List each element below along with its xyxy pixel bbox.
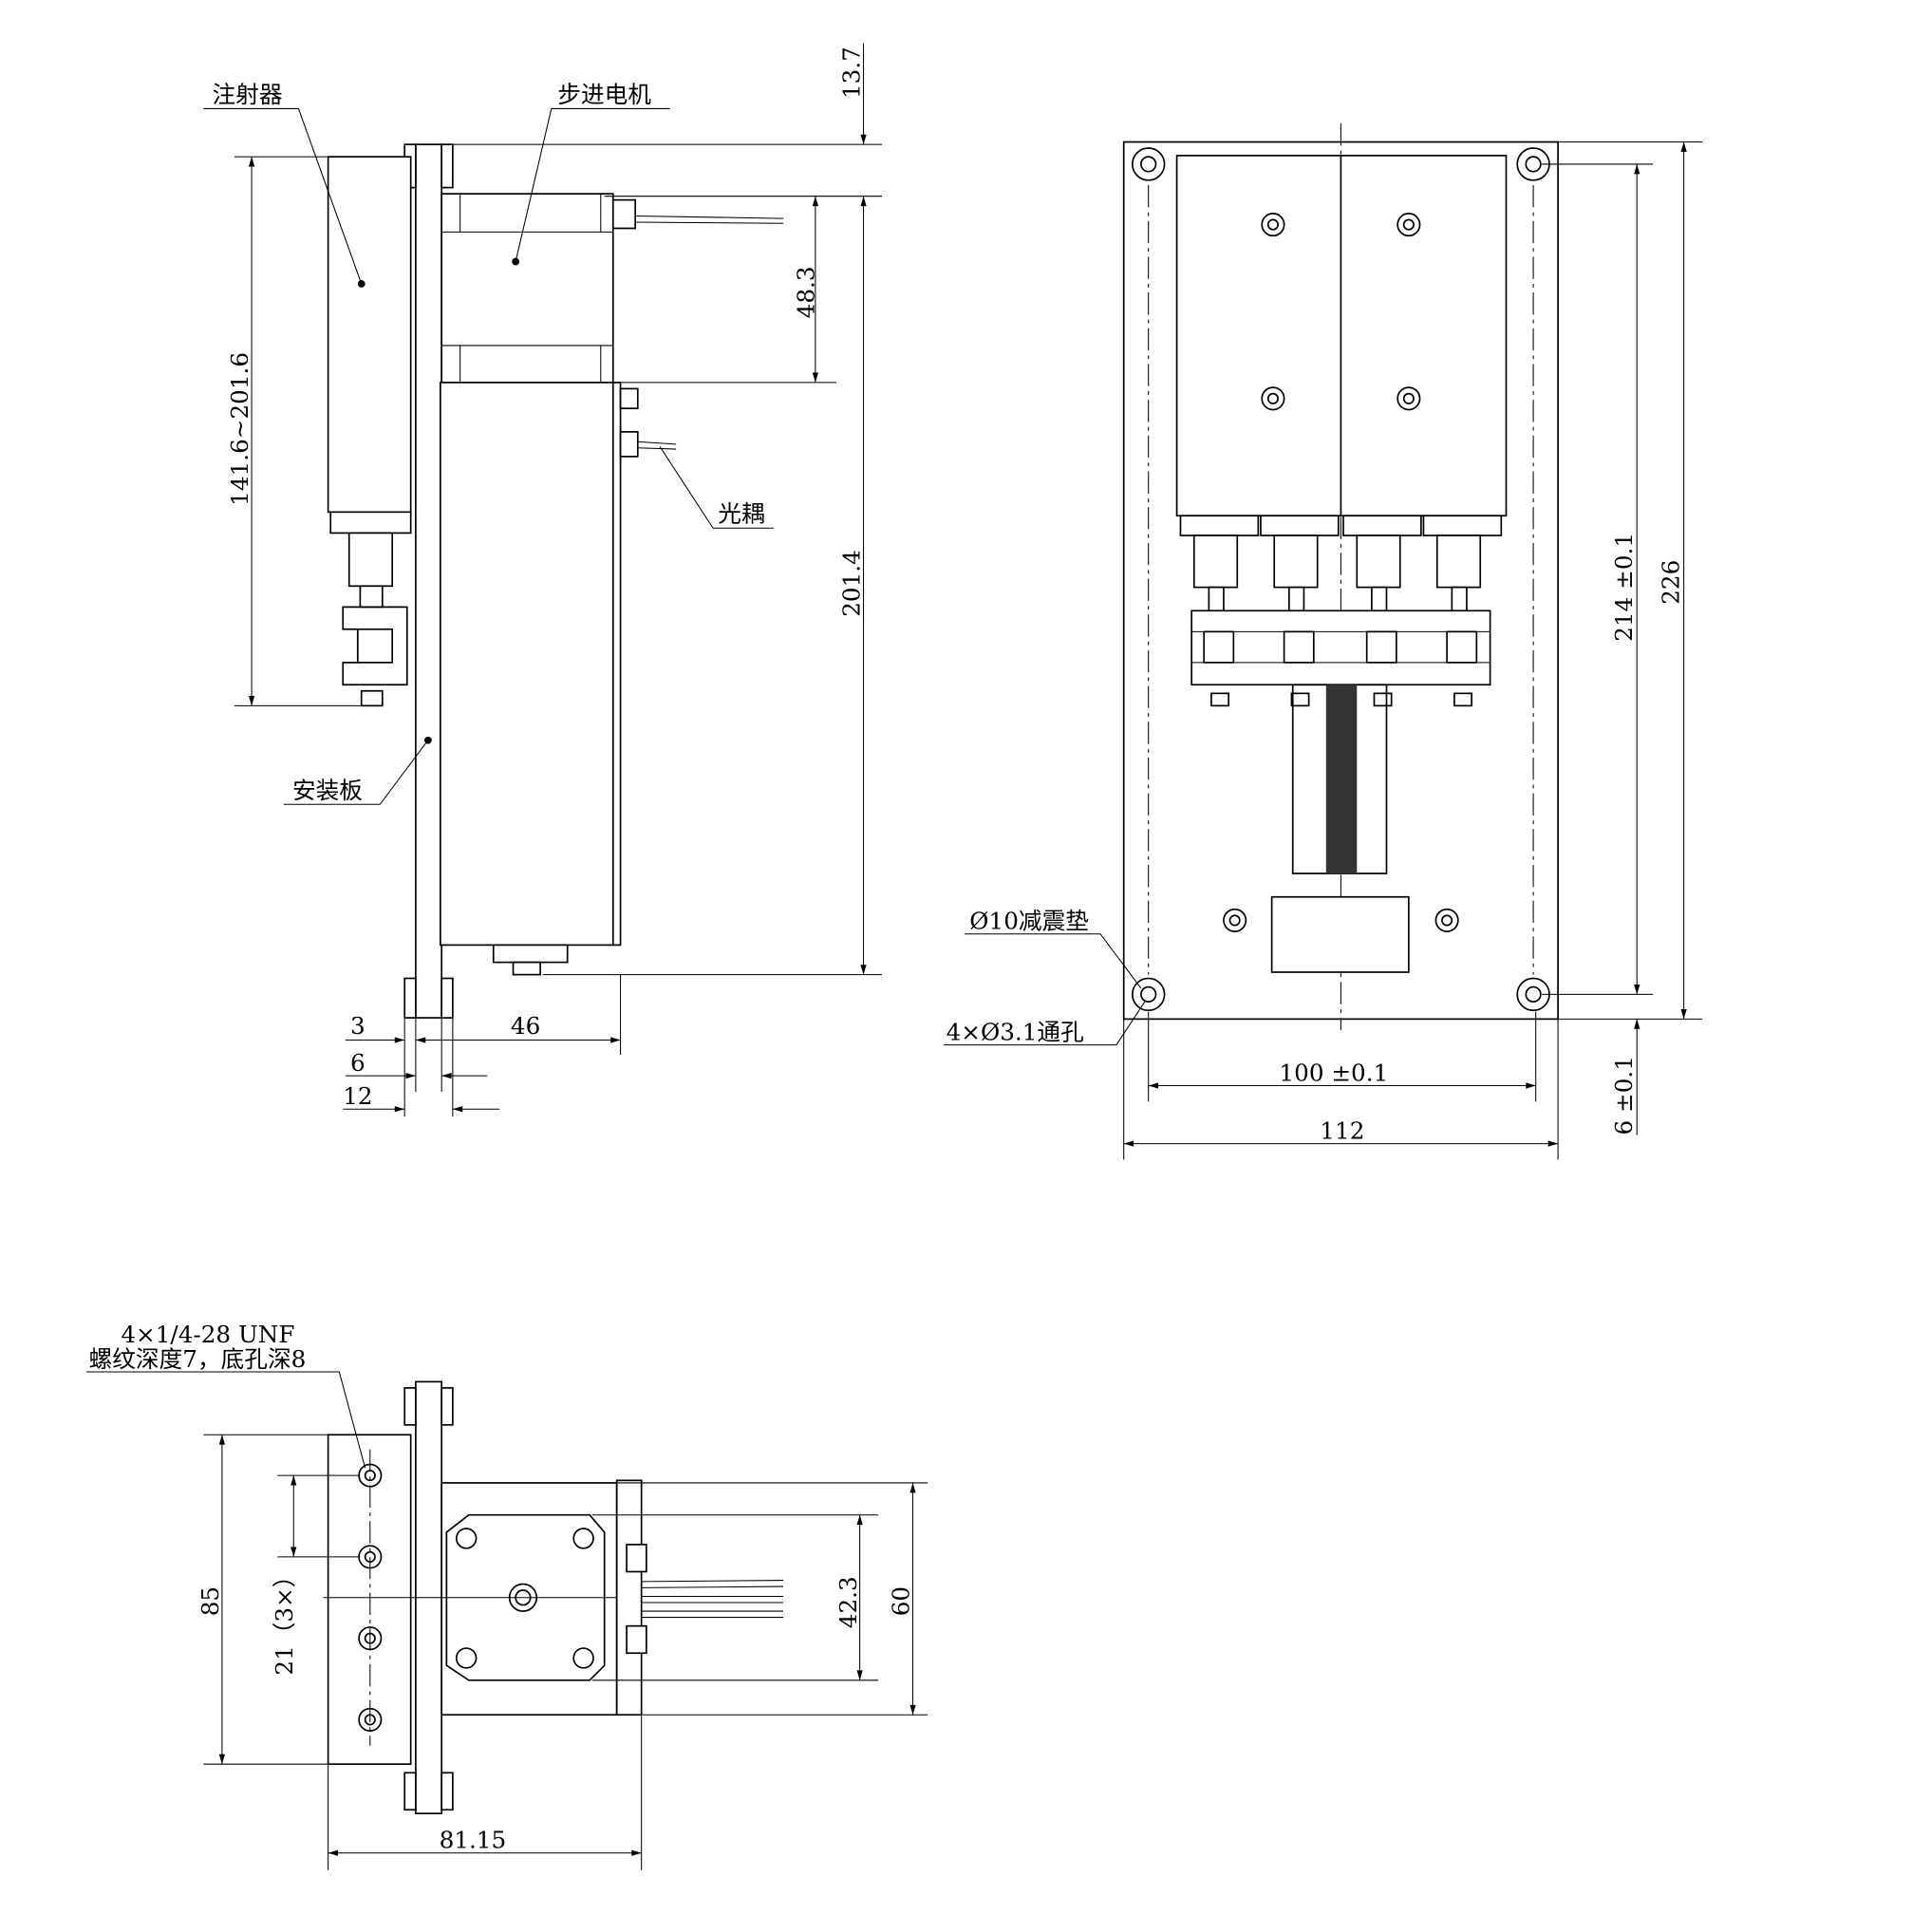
dim-46: 46 <box>511 1012 540 1040</box>
dim-width: 112 <box>1320 1116 1364 1144</box>
dim-total-height: 201.4 <box>838 550 866 617</box>
dim-edge-offset: 6 ±0.1 <box>1610 1056 1638 1135</box>
dim-81: 81.15 <box>440 1827 507 1854</box>
stepper-motor <box>441 193 784 384</box>
label-optocoupler: 光耦 <box>718 500 764 528</box>
motor-face <box>441 1482 618 1716</box>
label-damper: Ø10减震垫 <box>969 908 1089 935</box>
label-thread-depth: 螺纹深度7，底孔深8 <box>89 1345 307 1373</box>
wires <box>641 1580 784 1619</box>
label-stepper-motor: 步进电机 <box>557 81 651 108</box>
dim-85: 85 <box>197 1586 224 1616</box>
dim-motor-height: 48.3 <box>793 266 820 318</box>
block-screws <box>1261 213 1421 411</box>
front-view: Ø10减震垫 4×Ø3.1通孔 226 214 ±0.1 6 ±0.1 100 … <box>944 123 1703 1160</box>
dim-syringe-range: 141.6~201.6 <box>226 352 253 506</box>
label-syringe: 注射器 <box>212 81 282 108</box>
lead-screw <box>1325 685 1358 874</box>
dim-top-offset: 13.7 <box>838 47 866 99</box>
dim-42: 42.3 <box>834 1576 862 1628</box>
thread-holes <box>358 1463 383 1732</box>
dim-3: 3 <box>350 1012 366 1040</box>
label-mounting-plate: 安装板 <box>292 777 363 804</box>
syringe <box>327 156 412 707</box>
dim-height: 226 <box>1657 560 1684 605</box>
sensor-window <box>1270 895 1410 973</box>
syringe-tips <box>1179 515 1503 612</box>
dim-60: 60 <box>888 1586 915 1616</box>
dim-hole-spacing-x: 100 ±0.1 <box>1279 1059 1388 1086</box>
label-thread-spec: 4×1/4-28 UNF <box>121 1321 294 1348</box>
housing <box>440 382 677 976</box>
dim-hole-spacing-y: 214 ±0.1 <box>1610 533 1638 642</box>
dim-21: 21（3×） <box>271 1565 298 1676</box>
carriage <box>1190 610 1491 686</box>
side-view: 注射器 步进电机 光耦 安装板 13.7 48.3 201.4 141.6~20… <box>203 43 883 1117</box>
dim-6: 6 <box>350 1049 366 1077</box>
bottom-view: 4×1/4-28 UNF 螺纹深度7，底孔深8 85 21（3×） 60 42.… <box>85 1321 928 1870</box>
mounting-plate <box>415 143 443 1019</box>
label-through-holes: 4×Ø3.1通孔 <box>947 1018 1084 1045</box>
dim-12: 12 <box>343 1082 372 1110</box>
